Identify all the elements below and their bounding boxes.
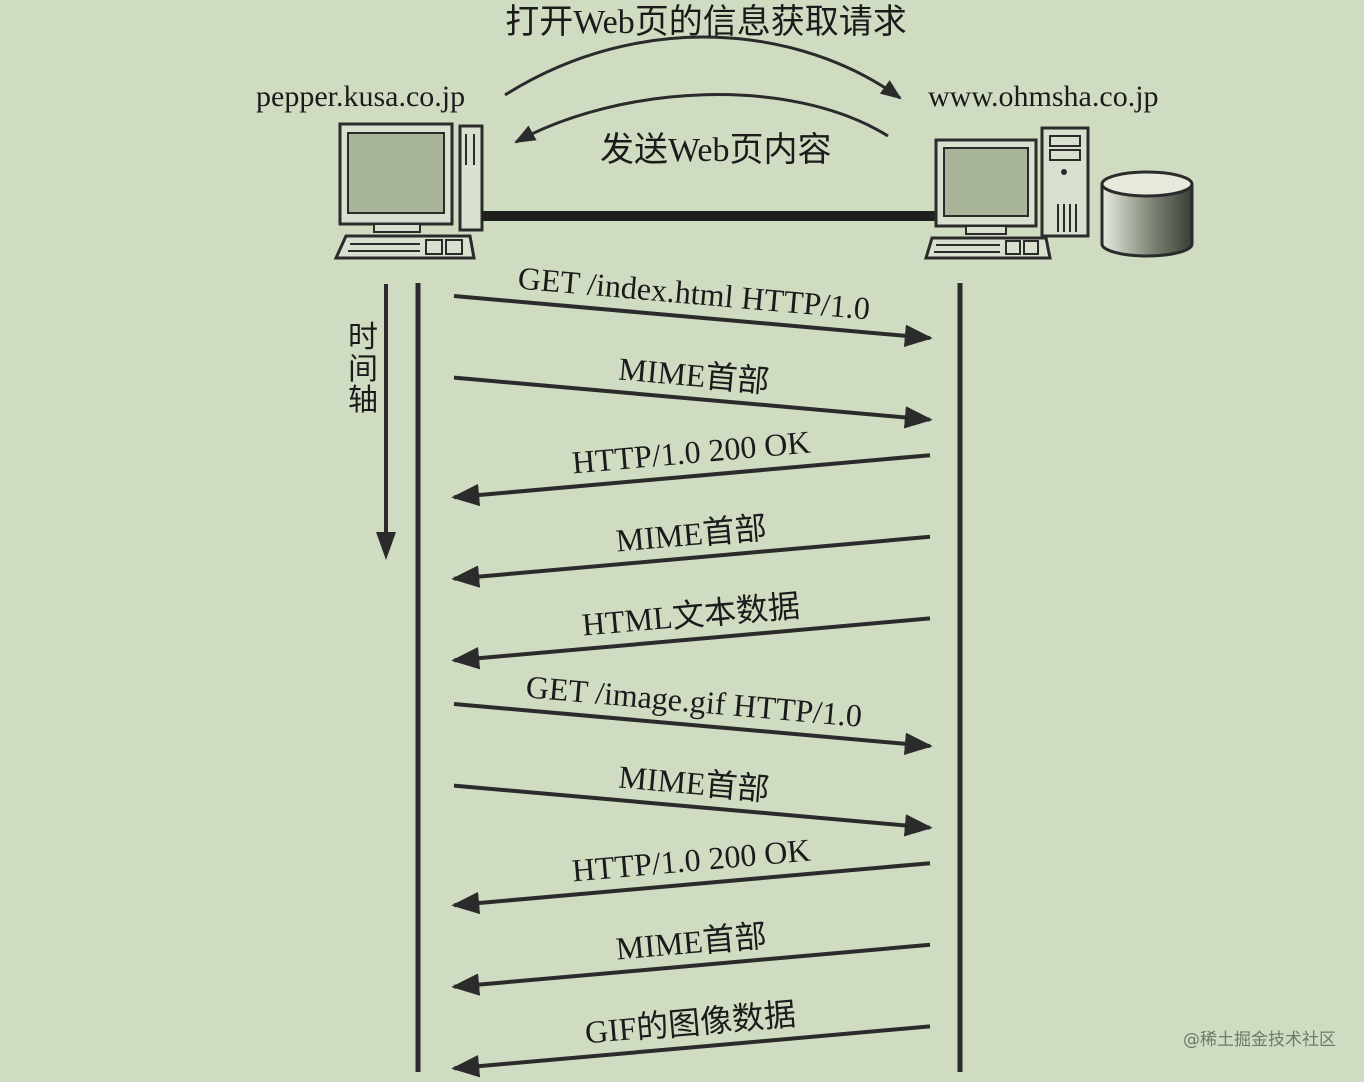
message-arrow-2 — [453, 375, 933, 429]
message-arrows — [451, 294, 933, 1078]
request-title: 打开Web页的信息获取请求 — [505, 4, 907, 41]
message-arrow-7 — [453, 783, 933, 837]
time-axis-arrow — [376, 284, 396, 560]
message-arrow-3 — [451, 453, 931, 507]
message-arrow-1 — [453, 294, 933, 347]
message-arrow-5 — [451, 616, 931, 670]
network-cable — [482, 211, 936, 221]
message-arrow-6 — [453, 702, 933, 755]
client-host-label: pepper.kusa.co.jp — [256, 80, 466, 113]
response-title: 发送Web页内容 — [600, 132, 832, 169]
message-arrow-4 — [451, 534, 931, 588]
database-icon — [1100, 170, 1194, 258]
watermark: @稀土掘金技术社区 — [1183, 1030, 1336, 1050]
server-host-label: www.ohmsha.co.jp — [928, 80, 1159, 113]
time-axis-label: 时间轴 — [348, 321, 378, 417]
response-curve-arrow — [514, 93, 889, 144]
message-arrow-9 — [451, 942, 931, 996]
message-arrow-8 — [451, 861, 931, 915]
server-computer-icon — [923, 126, 1090, 260]
request-curve-arrow — [504, 35, 902, 100]
client-computer-icon — [333, 122, 484, 260]
message-arrow-10 — [451, 1024, 931, 1078]
